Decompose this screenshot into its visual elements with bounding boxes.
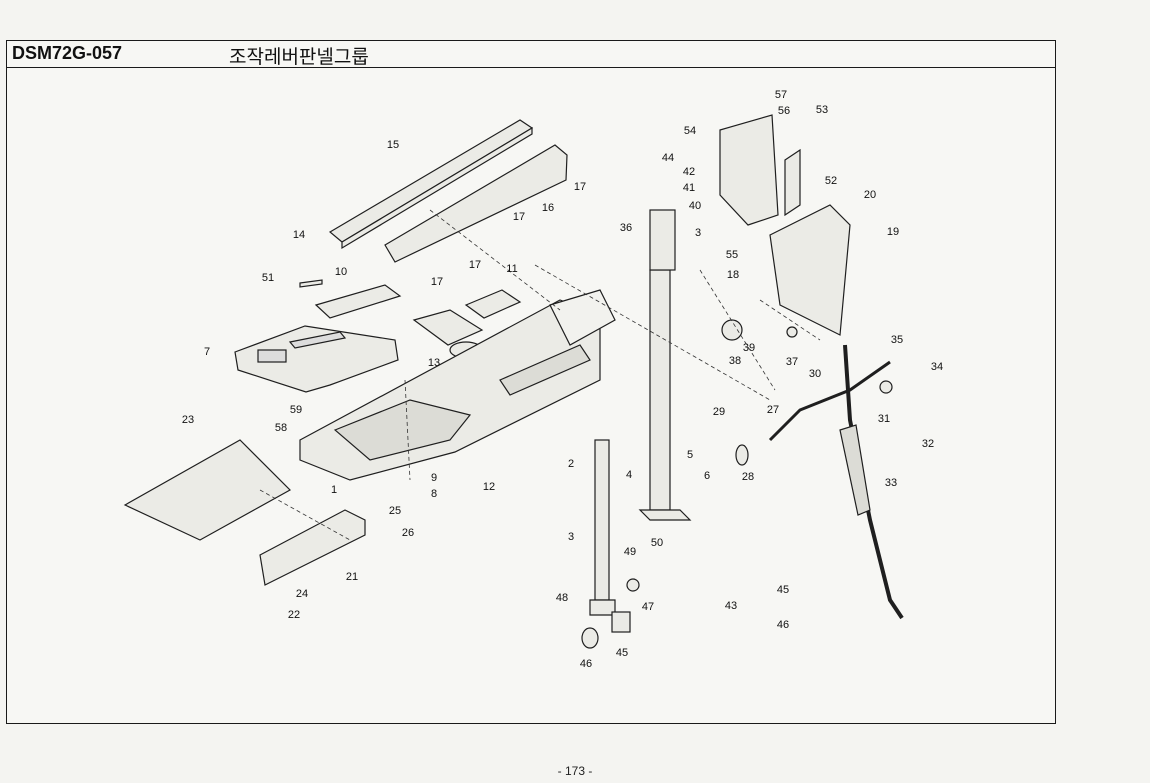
callout-2: 2 [568, 458, 574, 470]
part-plate-19 [769, 204, 851, 336]
callout-6: 6 [704, 470, 710, 482]
callout-53: 53 [816, 104, 828, 116]
callout-17: 17 [469, 259, 481, 271]
callout-34: 34 [931, 361, 943, 373]
assembly-guides [259, 209, 821, 541]
callout-29: 29 [713, 406, 725, 418]
callout-56: 56 [778, 105, 790, 117]
part-roller-46 [581, 627, 599, 649]
part-knob-28 [735, 444, 749, 466]
callout-14: 14 [293, 229, 305, 241]
callout-59: 59 [290, 404, 302, 416]
header-bar: DSM72G-057 조작레버판넬그룹 [7, 41, 1055, 68]
callout-21: 21 [346, 571, 358, 583]
callout-30: 30 [809, 368, 821, 380]
callout-46: 46 [580, 658, 592, 670]
callout-35: 35 [891, 334, 903, 346]
callout-39: 39 [743, 342, 755, 354]
page-number: - 173 - [557, 764, 593, 778]
callout-18: 18 [727, 269, 739, 281]
part-lever-27 [768, 360, 891, 442]
callout-37: 37 [786, 356, 798, 368]
callout-54: 54 [684, 125, 696, 137]
callout-48: 48 [556, 592, 568, 604]
callout-16: 16 [542, 202, 554, 214]
callout-44: 44 [662, 152, 674, 164]
part-rail-14 [328, 119, 534, 250]
callout-17: 17 [513, 211, 525, 223]
part-plate-23 [123, 439, 291, 541]
callout-40: 40 [689, 200, 701, 212]
part-cover-7 [234, 325, 399, 393]
callout-24: 24 [296, 588, 308, 600]
part-column-5 [638, 209, 692, 521]
callout-41: 41 [683, 182, 695, 194]
callout-42: 42 [683, 166, 695, 178]
model-code: DSM72G-057 [12, 43, 123, 63]
callout-25: 25 [389, 505, 401, 517]
callout-47: 47 [642, 601, 654, 613]
part-plate-51 [299, 279, 323, 288]
callout-26: 26 [402, 527, 414, 539]
callout-12: 12 [483, 481, 495, 493]
callout-11: 11 [506, 263, 517, 275]
callout-1: 1 [331, 484, 337, 496]
callout-10: 10 [335, 266, 347, 278]
callout-20: 20 [864, 189, 876, 201]
callout-13: 13 [428, 357, 440, 369]
part-washer-49 [626, 578, 640, 592]
callout-15: 15 [387, 139, 399, 151]
part-bracket-54 [719, 114, 779, 226]
callout-43: 43 [725, 600, 737, 612]
part-panel-25 [259, 509, 366, 586]
callout-32: 32 [922, 438, 934, 450]
callout-33: 33 [885, 477, 897, 489]
callout-58: 58 [275, 422, 287, 434]
callout-22: 22 [288, 609, 300, 621]
part-bracket-3 [594, 439, 610, 601]
part-cover-11 [464, 289, 522, 319]
part-washer-31 [879, 380, 893, 394]
callout-45: 45 [777, 584, 789, 596]
callout-49: 49 [624, 546, 636, 558]
callout-17: 17 [431, 276, 443, 288]
part-console-1 [299, 289, 616, 481]
callout-23: 23 [182, 414, 194, 426]
part-block-45 [611, 611, 631, 633]
callout-8: 8 [431, 488, 437, 500]
callout-3: 3 [695, 227, 701, 239]
callout-27: 27 [767, 404, 779, 416]
callout-55: 55 [726, 249, 738, 261]
callout-19: 19 [887, 226, 899, 238]
part-panel-10 [314, 284, 402, 319]
callout-17: 17 [574, 181, 586, 193]
callout-51: 51 [262, 272, 274, 284]
callout-36: 36 [620, 222, 632, 234]
callout-28: 28 [742, 471, 754, 483]
callout-9: 9 [431, 472, 437, 484]
callout-7: 7 [204, 346, 210, 358]
callout-4: 4 [626, 469, 632, 481]
group-title: 조작레버판넬그룹 [229, 46, 369, 68]
callout-50: 50 [651, 537, 663, 549]
callout-45: 45 [616, 647, 628, 659]
callout-5: 5 [687, 449, 693, 461]
part-fitting-38 [721, 319, 743, 341]
callout-57: 57 [775, 89, 787, 101]
callout-31: 31 [878, 413, 890, 425]
callout-46: 46 [777, 619, 789, 631]
callout-3: 3 [568, 531, 574, 543]
part-strip-16 [384, 144, 568, 263]
callout-38: 38 [729, 355, 741, 367]
callout-52: 52 [825, 175, 837, 187]
part-bracket-52 [784, 148, 801, 217]
part-rod-33 [843, 344, 904, 620]
